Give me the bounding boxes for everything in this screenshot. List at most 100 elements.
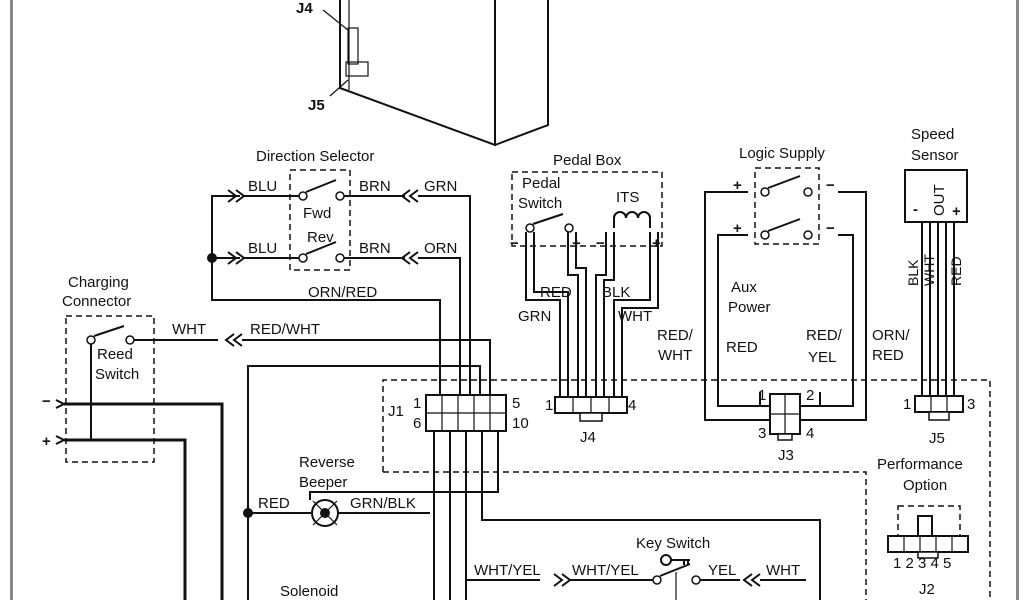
aux-power-label-2: Power bbox=[728, 299, 771, 316]
wire-orn-red-sensor-2: RED bbox=[872, 347, 904, 364]
j3-pin3: 3 bbox=[758, 425, 766, 442]
key-switch bbox=[652, 563, 701, 600]
speed-sensor-box bbox=[904, 169, 968, 223]
rev-label: Rev bbox=[307, 229, 334, 246]
logic-supply-title: Logic Supply bbox=[739, 145, 825, 162]
j1-label: J1 bbox=[388, 403, 404, 420]
j1-pin6: 6 bbox=[413, 415, 421, 432]
wire-wht-pedal: WHT bbox=[618, 308, 652, 325]
j3-pin2: 2 bbox=[806, 387, 814, 404]
j1-pin10: 10 bbox=[512, 415, 529, 432]
j5-pin3: 3 bbox=[967, 396, 975, 413]
sensor-out-label: OUT bbox=[931, 184, 948, 216]
wire-grn-blk-beeper: GRN/BLK bbox=[350, 495, 416, 512]
performance-option-title-1: Performance bbox=[877, 456, 963, 473]
key-wires bbox=[466, 573, 806, 587]
aux-power-label-1: Aux bbox=[731, 279, 757, 296]
j5-top-label: J5 bbox=[308, 97, 325, 114]
speed-sensor-title-2: Sensor bbox=[911, 147, 959, 164]
charging-wires bbox=[55, 333, 491, 600]
wire-grn: GRN bbox=[424, 178, 457, 195]
j2-connector bbox=[887, 505, 969, 559]
wire-grn-pedal: GRN bbox=[518, 308, 551, 325]
wire-yel-key: YEL bbox=[708, 562, 736, 579]
j1-pin5: 5 bbox=[512, 395, 520, 412]
wire-wht-yel-1: WHT/YEL bbox=[474, 562, 541, 579]
charging-connector-title-2: Connector bbox=[62, 293, 131, 310]
reverse-beeper-title-1: Reverse bbox=[299, 454, 355, 471]
wire-blu-1: BLU bbox=[248, 178, 277, 195]
wire-red-wht-aux-2: WHT bbox=[658, 347, 692, 364]
key-icon bbox=[660, 554, 690, 566]
sensor-plus: + bbox=[952, 203, 961, 220]
pedal-switch bbox=[525, 213, 574, 233]
pedal-switch-label-1: Pedal bbox=[522, 175, 560, 192]
left-border bbox=[10, 0, 13, 600]
j5-connector bbox=[914, 395, 964, 421]
logic-supply-box bbox=[754, 167, 820, 245]
logic-switch-2 bbox=[760, 218, 813, 240]
j4-connector bbox=[554, 396, 628, 422]
wire-red-wht-aux-1: RED/ bbox=[657, 327, 694, 344]
sensor-wires bbox=[921, 222, 955, 396]
harness-inner-outline bbox=[383, 471, 867, 600]
controller-box bbox=[322, 0, 549, 147]
wire-red-pedal: RED bbox=[540, 284, 572, 301]
harness-outline bbox=[382, 379, 991, 600]
wire-red-wht-charge: RED/WHT bbox=[250, 321, 320, 338]
direction-selector-box bbox=[289, 169, 351, 271]
sensor-minus: - bbox=[913, 201, 918, 218]
j1-pin1: 1 bbox=[413, 395, 421, 412]
wire-red-aux: RED bbox=[726, 339, 758, 356]
direction-selector-title: Direction Selector bbox=[256, 148, 374, 165]
wire-blu-2: BLU bbox=[248, 240, 277, 257]
its-label: ITS bbox=[616, 189, 639, 206]
its-plus: + bbox=[652, 235, 661, 252]
wire-red-yel-1: RED/ bbox=[806, 327, 843, 344]
j5-label: J5 bbox=[929, 430, 945, 447]
j2-pin-labels: 1 2 3 4 5 bbox=[893, 555, 951, 572]
direction-wires bbox=[207, 189, 471, 395]
wire-red-beeper: RED bbox=[258, 495, 290, 512]
pedal-box-title: Pedal Box bbox=[553, 152, 622, 169]
wire-orn-red: ORN/RED bbox=[308, 284, 377, 301]
charging-connector-title-1: Charging bbox=[68, 274, 129, 291]
j4-pin4: 4 bbox=[628, 397, 636, 414]
j4-pin1: 1 bbox=[545, 397, 553, 414]
charging-minus: − bbox=[42, 393, 51, 410]
wire-wht-yel-2: WHT/YEL bbox=[572, 562, 639, 579]
wire-blk-pedal: BLK bbox=[602, 284, 630, 301]
wire-wht-charge: WHT bbox=[172, 321, 206, 338]
logic-plus-2: + bbox=[733, 220, 742, 237]
j3-pin1: 1 bbox=[758, 387, 766, 404]
wire-orn-red-sensor-1: ORN/ bbox=[872, 327, 910, 344]
pedal-minus: − bbox=[510, 235, 519, 252]
logic-minus-2: − bbox=[826, 220, 835, 237]
beeper-wires bbox=[243, 508, 430, 518]
its-coil bbox=[613, 211, 651, 228]
right-border bbox=[1016, 0, 1019, 600]
reed-switch-label-1: Reed bbox=[97, 346, 133, 363]
wire-red-yel-2: YEL bbox=[808, 349, 836, 366]
j4-top-label: J4 bbox=[296, 0, 313, 17]
pedal-wires bbox=[525, 232, 659, 397]
wire-brn-1: BRN bbox=[359, 178, 391, 195]
fwd-label: Fwd bbox=[303, 205, 331, 222]
speed-sensor-title-1: Speed bbox=[911, 126, 954, 143]
logic-switch-1 bbox=[760, 175, 813, 197]
wire-red-sensor: RED bbox=[948, 256, 964, 286]
logic-minus-1: − bbox=[826, 177, 835, 194]
reed-switch-label-2: Switch bbox=[95, 366, 139, 383]
j4-label: J4 bbox=[580, 429, 596, 446]
wire-blk-sensor: BLK bbox=[905, 259, 921, 286]
wire-brn-2: BRN bbox=[359, 240, 391, 257]
j2-label: J2 bbox=[919, 581, 935, 598]
pedal-box-outline bbox=[511, 171, 663, 247]
reed-switch bbox=[86, 325, 135, 345]
charging-connector-box bbox=[65, 315, 155, 463]
pedal-switch-label-2: Switch bbox=[518, 195, 562, 212]
its-minus: − bbox=[596, 235, 605, 252]
charging-plus: + bbox=[42, 433, 51, 450]
